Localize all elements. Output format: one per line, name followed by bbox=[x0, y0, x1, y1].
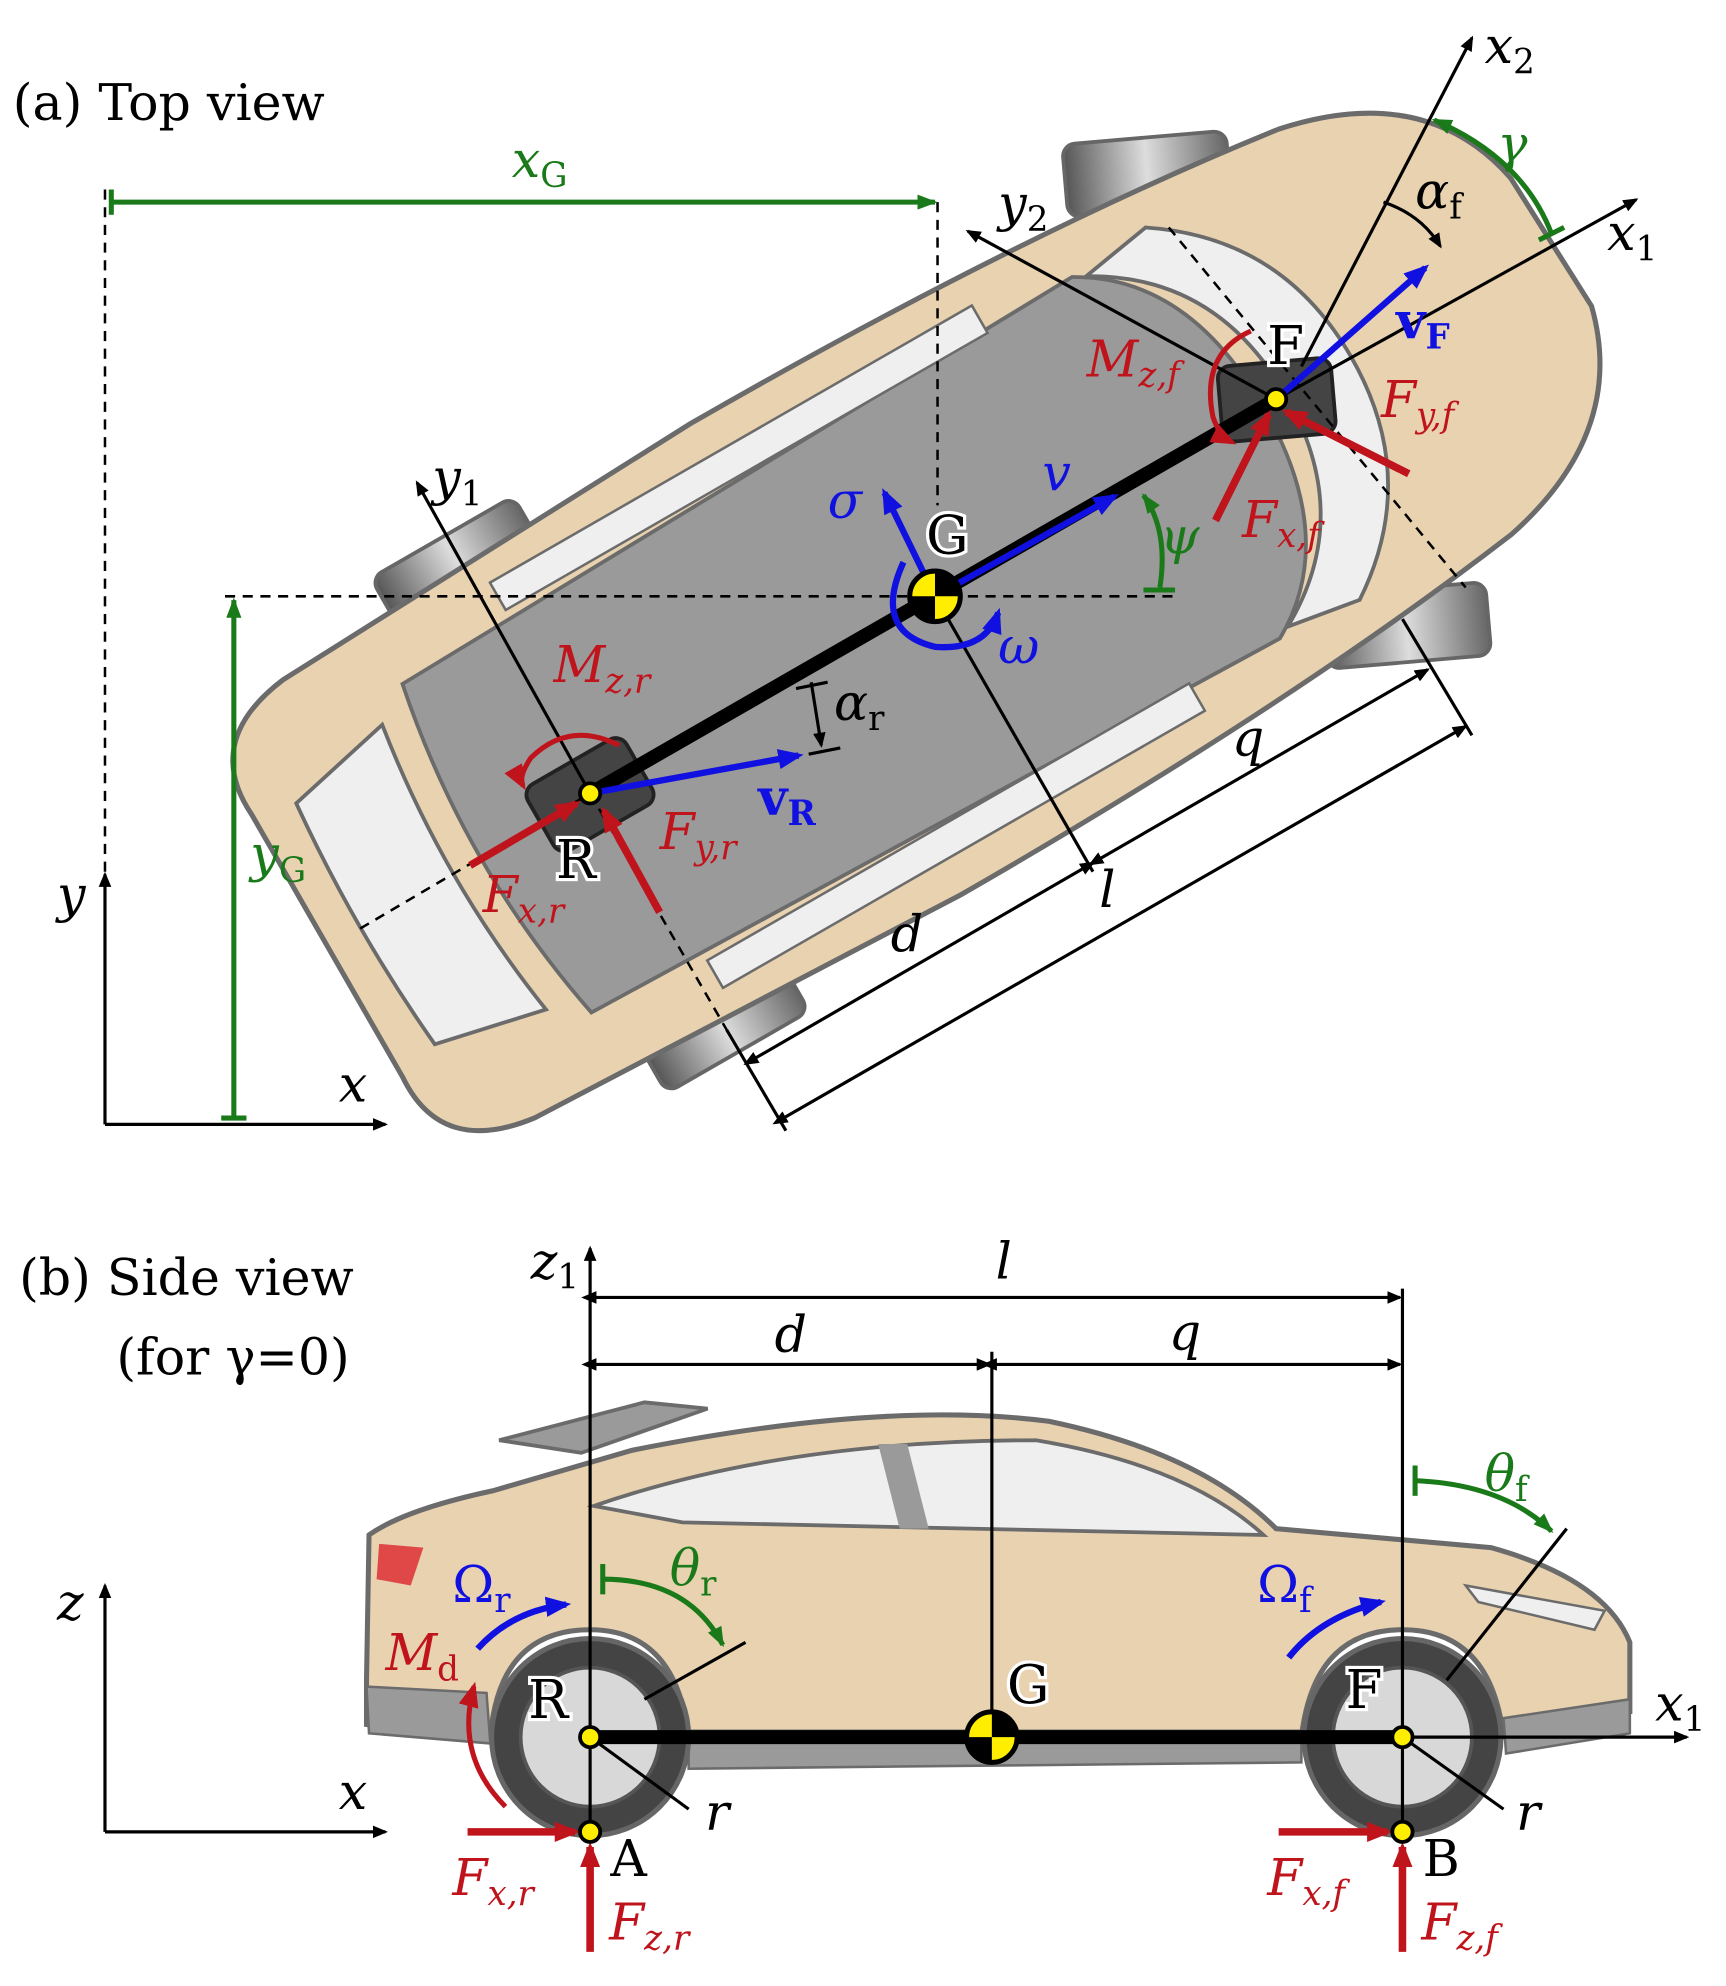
label-Omega-f: Ωf bbox=[1257, 1555, 1314, 1621]
label-F-side: F bbox=[1346, 1659, 1383, 1721]
front-point bbox=[1264, 387, 1289, 412]
label-R-side: R bbox=[528, 1669, 570, 1731]
label-R: R bbox=[556, 829, 598, 891]
label-Fzf-side: Fz,f bbox=[1420, 1892, 1503, 1958]
head-light bbox=[1462, 1583, 1607, 1632]
label-d: d bbox=[891, 904, 923, 963]
top-view-title: (a) Top view bbox=[13, 73, 325, 132]
label-psi: ψ bbox=[1160, 506, 1201, 565]
label-Fyr: Fy,r bbox=[659, 802, 739, 868]
axes-top bbox=[98, 35, 1639, 1132]
label-G-side: G bbox=[1007, 1654, 1049, 1716]
label-omega: ω bbox=[998, 616, 1039, 675]
label-x1: x1 bbox=[1607, 203, 1657, 269]
label-vF: vF bbox=[1395, 292, 1450, 358]
rear-point-side bbox=[578, 1725, 603, 1750]
label-alpha-r: αr bbox=[834, 673, 885, 739]
label-yG: yG bbox=[248, 825, 306, 891]
green-dimensions bbox=[108, 117, 1566, 1121]
contact-point-B bbox=[1390, 1819, 1415, 1844]
side-view-labels: z1 l d q θf θr Ωr Ωf Md R G F x1 z x r r… bbox=[56, 1232, 1705, 1959]
label-Fzr-side: Fz,r bbox=[608, 1892, 691, 1958]
label-gamma: γ bbox=[1497, 115, 1528, 174]
label-x2: x2 bbox=[1485, 16, 1535, 82]
label-Mzf: Mz,f bbox=[1086, 329, 1186, 395]
label-q: q bbox=[1232, 708, 1264, 767]
label-Fxr: Fx,r bbox=[482, 865, 566, 931]
label-vR: vR bbox=[757, 768, 816, 834]
side-windows bbox=[586, 1438, 1269, 1537]
side-view: (b) Side view (for γ=0) bbox=[19, 1232, 1705, 1959]
car-side-view bbox=[363, 1400, 1633, 1839]
label-x-side: x bbox=[339, 1762, 367, 1821]
label-Fxf-side: Fx,f bbox=[1266, 1848, 1350, 1914]
label-r-front: r bbox=[1516, 1782, 1543, 1841]
contact-point-A bbox=[578, 1819, 603, 1844]
side-view-subtitle: (for γ=0) bbox=[116, 1328, 349, 1387]
label-z: z bbox=[56, 1573, 84, 1632]
label-r-rear: r bbox=[705, 1782, 732, 1841]
label-F: F bbox=[1267, 315, 1304, 377]
label-d-side: d bbox=[775, 1305, 807, 1364]
force-arrows-side bbox=[458, 1681, 1413, 1952]
label-Omega-r: Ωr bbox=[452, 1555, 511, 1621]
label-x1-side: x1 bbox=[1655, 1674, 1705, 1740]
label-theta-r: θr bbox=[670, 1539, 717, 1605]
spoiler bbox=[498, 1400, 709, 1455]
label-B: B bbox=[1423, 1829, 1460, 1888]
label-alpha-f: αf bbox=[1415, 161, 1464, 227]
label-y2: y2 bbox=[996, 174, 1048, 240]
label-y: y bbox=[55, 865, 87, 924]
top-view-labels: xG yG y x y1 x1 x2 y2 γ αf F vF Mz,f Fy,… bbox=[55, 16, 1657, 1113]
label-theta-f: θf bbox=[1485, 1444, 1530, 1510]
label-Fyf: Fy,f bbox=[1380, 370, 1460, 436]
front-point-side bbox=[1390, 1725, 1415, 1750]
side-view-title: (b) Side view bbox=[19, 1248, 354, 1307]
rear-window bbox=[293, 721, 550, 1047]
label-z1: z1 bbox=[530, 1232, 579, 1298]
label-q-side: q bbox=[1169, 1302, 1201, 1361]
rear-point bbox=[578, 781, 603, 806]
label-xG: xG bbox=[512, 130, 568, 196]
label-G: G bbox=[926, 504, 968, 566]
label-y1: y1 bbox=[430, 448, 482, 514]
green-angles-side bbox=[600, 1465, 1554, 1648]
tail-light bbox=[376, 1543, 424, 1586]
wheel-spin-arrows bbox=[475, 1596, 1386, 1660]
label-Mzr: Mz,r bbox=[552, 635, 652, 701]
label-sigma: σ bbox=[828, 471, 864, 530]
label-Fxr-side: Fx,r bbox=[451, 1848, 535, 1914]
label-v: v bbox=[1042, 443, 1071, 502]
label-Fxf: Fx,f bbox=[1241, 490, 1325, 556]
force-arrows-top bbox=[468, 328, 1411, 914]
label-A: A bbox=[609, 1829, 647, 1888]
top-view: (a) Top view bbox=[13, 16, 1657, 1134]
window-pillar bbox=[878, 1444, 929, 1529]
label-l: l bbox=[1099, 860, 1115, 919]
label-x: x bbox=[339, 1055, 367, 1114]
label-l-side: l bbox=[996, 1232, 1012, 1291]
label-Md: Md bbox=[384, 1623, 459, 1689]
